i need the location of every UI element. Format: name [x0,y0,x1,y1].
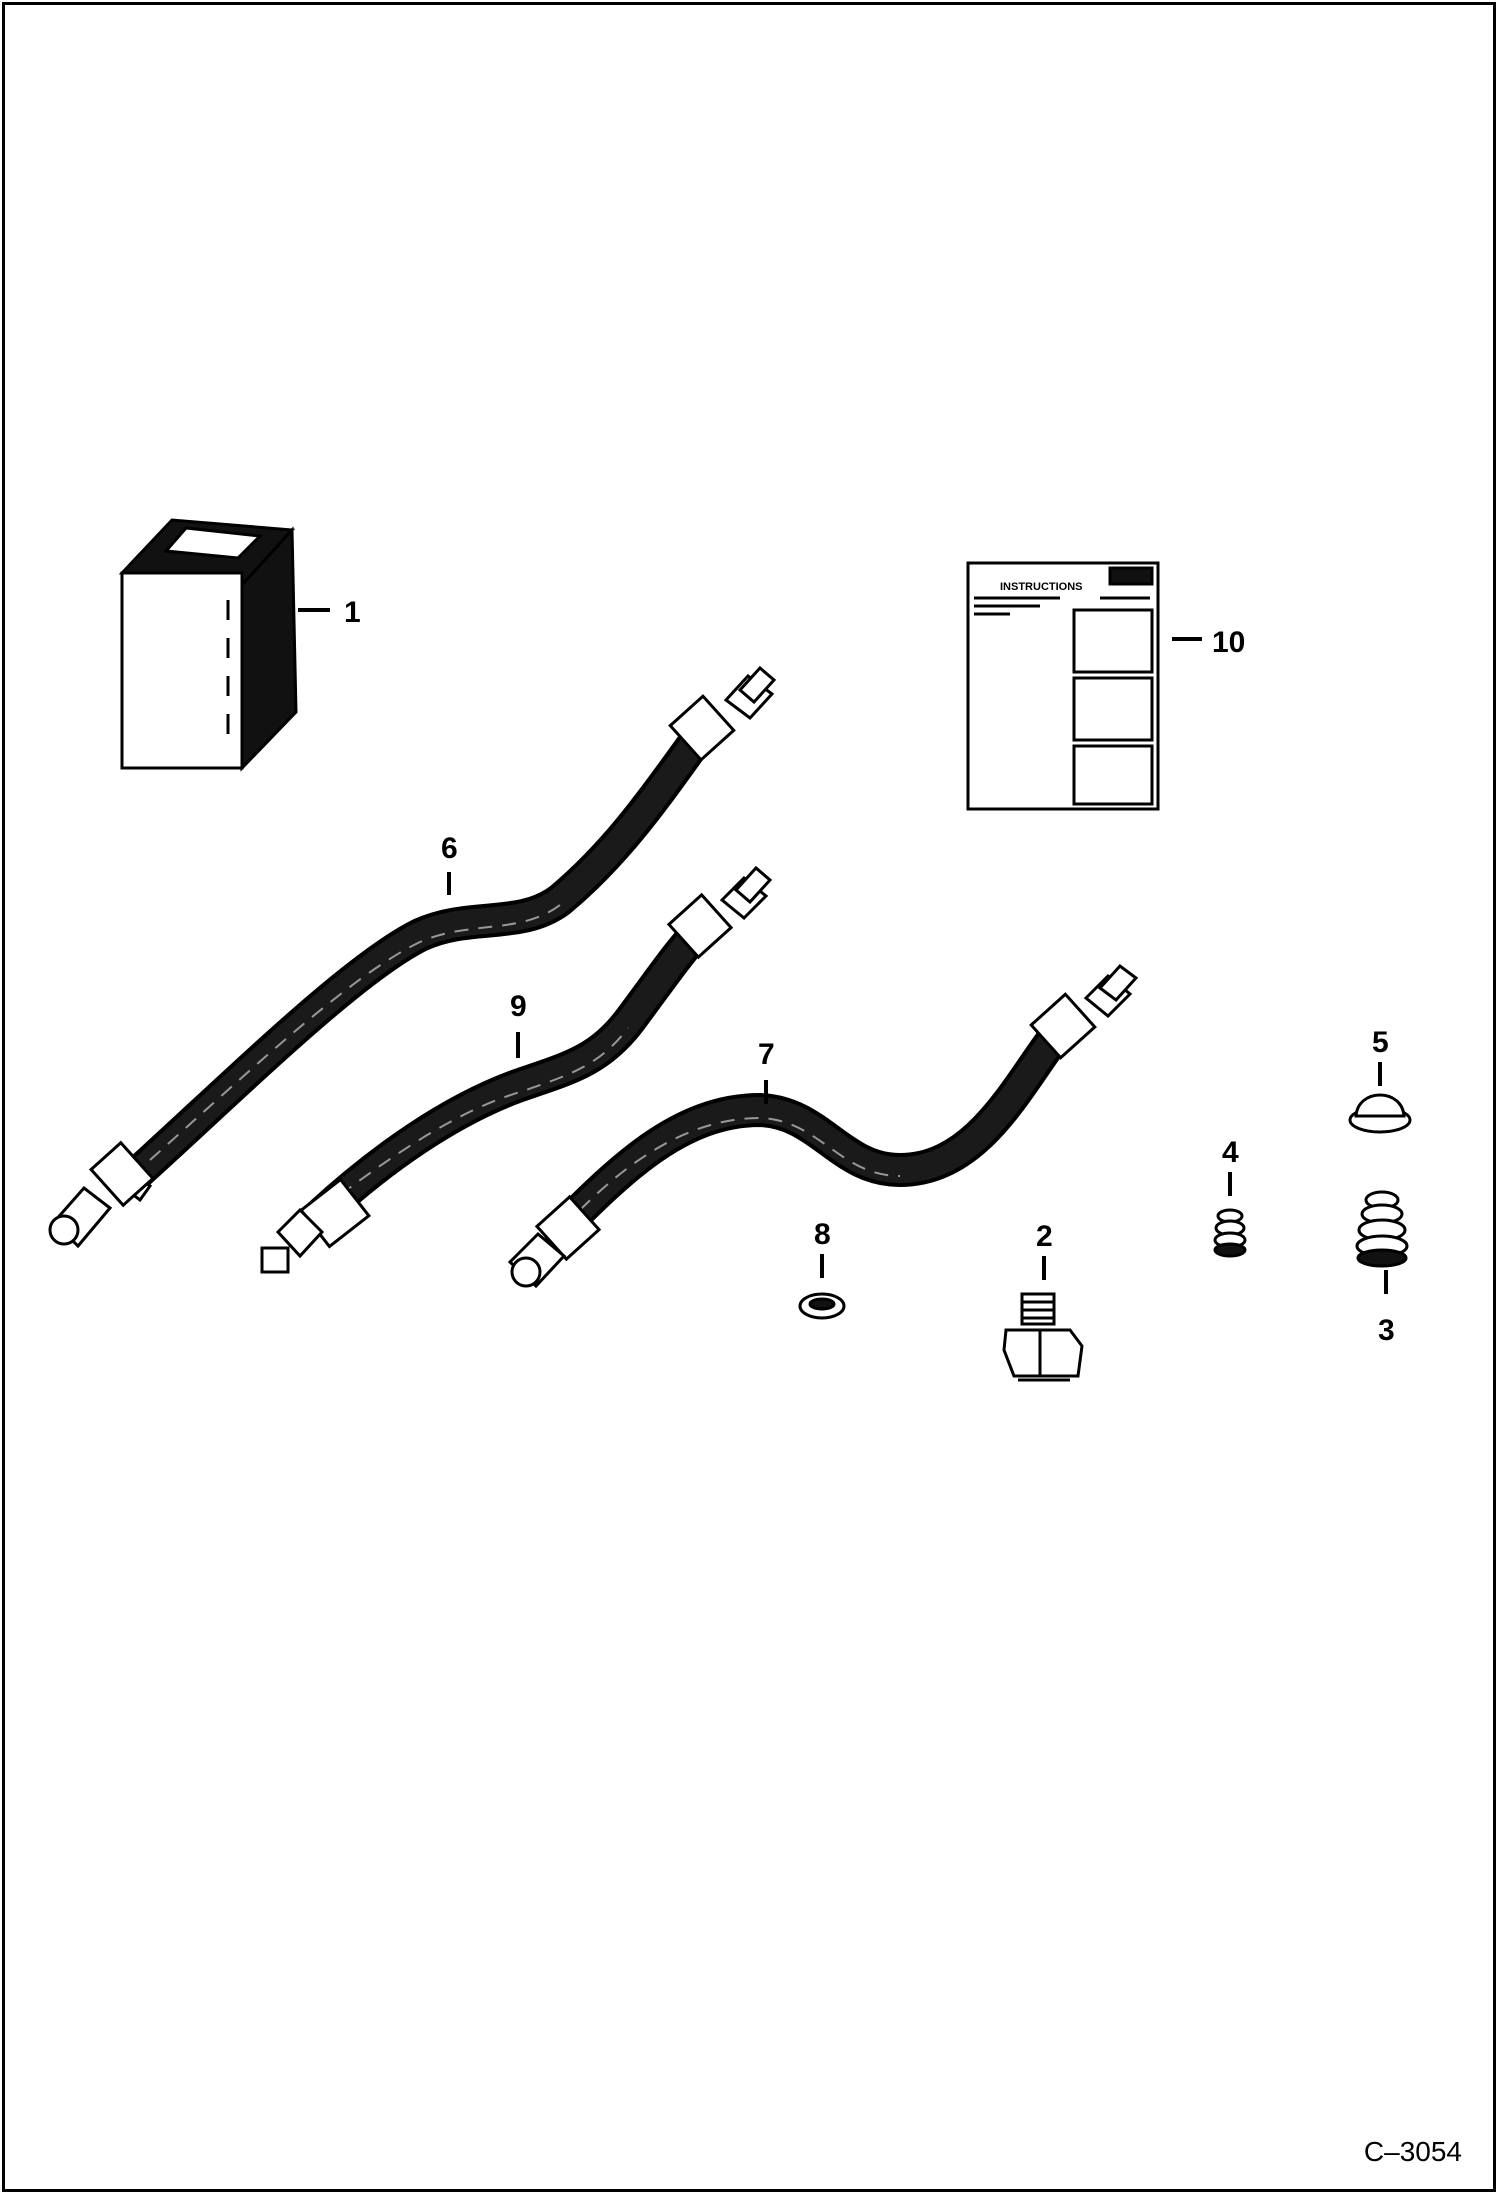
part-5-cap [1348,1093,1412,1134]
callout-4: 4 [1222,1136,1239,1169]
part-9-hose [260,865,773,1274]
part-8-seal [798,1292,846,1320]
part-6-hose [48,665,777,1249]
callout-8: 8 [814,1218,831,1251]
part-1-box [118,518,298,772]
callout-5: 5 [1372,1026,1389,1059]
instruction-sheet-heading: INSTRUCTIONS [1000,581,1083,593]
callout-7: 7 [758,1038,775,1071]
part-2-fitting [1002,1292,1084,1382]
callout-6: 6 [441,832,458,865]
part-10-instruction-sheet: INSTRUCTIONS [966,561,1160,811]
figure-code: C–3054 [1363,2136,1462,2167]
callout-9: 9 [510,990,527,1023]
callout-2: 2 [1036,1220,1053,1253]
callout-1: 1 [344,596,361,629]
callout-10: 10 [1212,626,1245,659]
callout-3: 3 [1378,1314,1395,1347]
part-4-spring [1213,1208,1247,1258]
part-7-hose [507,963,1139,1289]
part-3-spring [1355,1190,1409,1268]
